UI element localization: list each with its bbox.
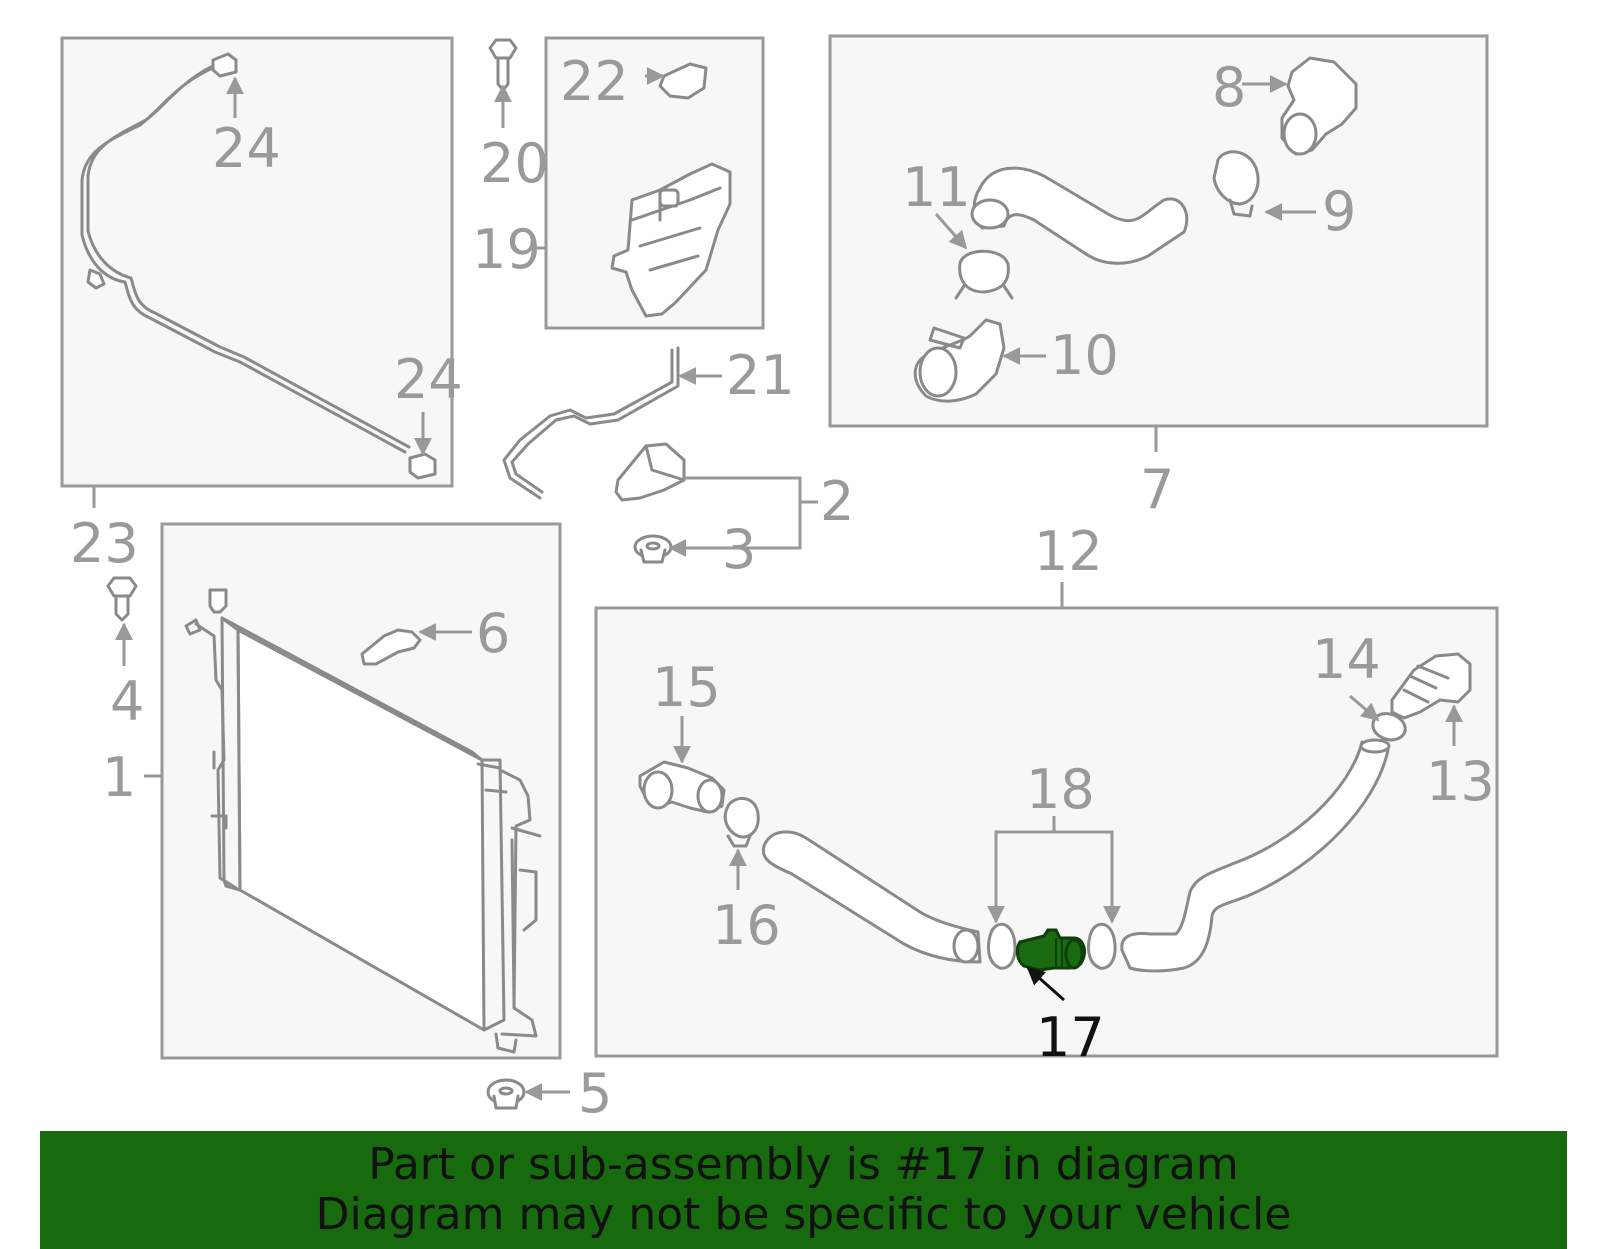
group-19-box: 22 19 [472,36,765,330]
callout-24-top: 24 [212,117,281,180]
callout-15: 15 [652,656,721,719]
part-11-clamp[interactable] [958,249,1010,294]
callout-21: 21 [726,344,795,407]
callout-18: 18 [1026,758,1095,821]
part-12-lower-hose-left[interactable] [761,830,982,964]
part-20-bolt[interactable]: 20 [480,38,549,195]
part-14-clamp[interactable] [1371,712,1407,742]
part-24-clip-bottom[interactable] [408,452,437,480]
part-19-reservoir[interactable] [610,162,732,318]
part-16-clamp[interactable] [723,797,760,839]
part-18-clamp-left[interactable] [986,922,1017,970]
group-1-box: 6 1 [102,522,562,1060]
callout-23: 23 [70,512,139,575]
part-4-bolt[interactable]: 4 [106,576,144,733]
callout-4: 4 [110,670,144,733]
callout-24-bottom: 24 [394,348,463,411]
callout-9: 9 [1322,180,1356,243]
callout-3: 3 [722,518,756,581]
callout-16: 16 [712,894,781,957]
part-7-upper-hose[interactable] [972,166,1189,265]
callout-10: 10 [1050,324,1119,387]
part-9-clamp[interactable] [1212,150,1260,206]
info-banner: Part or sub-assembly is #17 in diagram D… [40,1131,1567,1249]
part-24-clip-top[interactable] [211,52,238,78]
callout-20: 20 [480,132,549,195]
part-2-bracket[interactable] [614,442,686,502]
part-17-connector[interactable] [1015,928,1086,972]
group-23-box: 24 24 23 [60,36,463,575]
callout-5: 5 [578,1062,612,1125]
banner-line-2: Diagram may not be specific to your vehi… [315,1189,1292,1240]
part-22-cap[interactable] [658,62,708,100]
callout-6: 6 [476,602,510,665]
callout-12: 12 [1034,520,1103,583]
part-18-clamp-right[interactable] [1086,922,1117,970]
callout-14: 14 [1312,628,1381,691]
callout-22: 22 [560,50,629,113]
callout-8: 8 [1212,56,1246,119]
callout-17: 17 [1036,1006,1105,1069]
callout-11: 11 [902,156,971,219]
callout-2: 2 [820,470,854,533]
banner-line-1: Part or sub-assembly is #17 in diagram [368,1139,1239,1190]
callout-19: 19 [472,218,541,281]
part-6-sensor[interactable] [360,628,422,666]
part-5-grommet[interactable]: 5 [486,1062,612,1125]
group-12-box: 12 15 16 18 17 [594,520,1499,1069]
callout-13: 13 [1426,750,1495,813]
callout-7: 7 [1140,458,1174,521]
part-3-grommet[interactable] [633,534,673,564]
group-7-box: 8 9 11 10 7 [828,34,1489,521]
callout-1: 1 [102,746,136,809]
part-21-overflow-hose[interactable]: 21 [502,344,795,500]
part-23-rod[interactable] [80,60,411,454]
